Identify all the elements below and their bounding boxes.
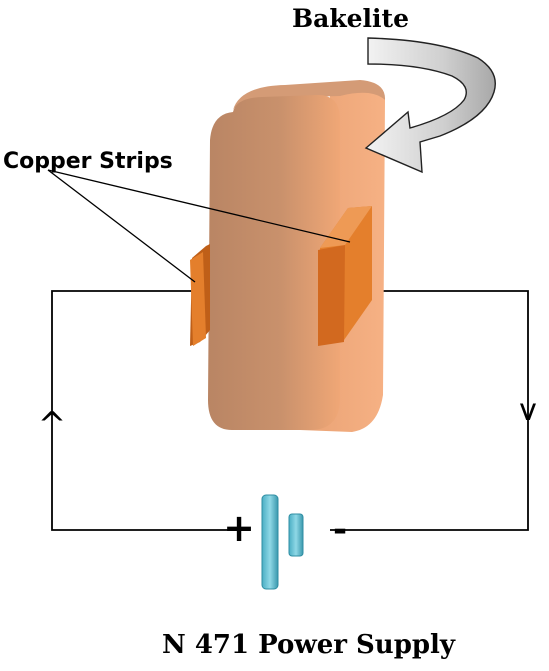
- right-down-arrow: v: [519, 393, 537, 428]
- right-wire: [330, 290, 529, 531]
- left-up-arrow: ^: [38, 405, 67, 445]
- battery-negative-sign: -: [333, 510, 347, 550]
- copper-strips-leader-lines: [47, 169, 351, 283]
- current-direction-arrows: ^ v: [38, 393, 537, 445]
- battery-positive-sign: +: [223, 506, 255, 550]
- bakelite-label: Bakelite: [292, 4, 409, 33]
- copper-strips-label: Copper Strips: [3, 149, 173, 174]
- bakelite-top-face: [233, 80, 386, 110]
- curved-rotation-arrow-icon: [364, 37, 496, 174]
- left-wire: [51, 290, 232, 531]
- battery-icon: [261, 494, 304, 590]
- power-supply-label: N 471 Power Supply: [162, 630, 456, 660]
- bakelite-front-face: [208, 95, 340, 430]
- circuit-wires: [51, 290, 529, 531]
- left-copper-strip: [190, 244, 210, 346]
